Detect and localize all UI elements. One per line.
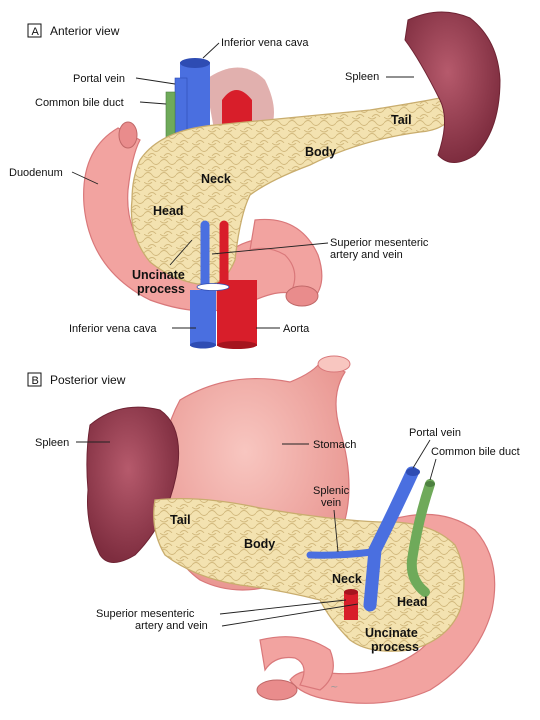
portal-vein-b-end <box>406 468 420 476</box>
leader-ivc-top <box>202 42 220 59</box>
portal-vein-b <box>363 466 419 612</box>
leader-sma-a <box>211 242 329 255</box>
panel-a-title: Anterior view <box>50 24 120 38</box>
bile-duct-b <box>406 479 435 597</box>
label-spleen-b: Spleen <box>35 437 69 449</box>
esophagus-opening <box>317 355 351 373</box>
pancreas-a <box>130 97 454 286</box>
jejunum-b <box>259 636 334 691</box>
panel-a-letter-box <box>27 23 42 38</box>
label-uncinate-a-2: process <box>137 282 185 296</box>
label-splenic-1: Splenic <box>313 485 350 497</box>
panel-b-letter: B <box>32 375 39 387</box>
jejunum-opening <box>285 285 319 307</box>
leader-bile-duct-b <box>429 458 437 481</box>
jejunum-b-opening <box>256 679 298 701</box>
label-sma-b-1: Superior mesenteric <box>96 608 195 620</box>
leader-uncinate-a <box>169 239 193 266</box>
spleen-a <box>404 11 501 163</box>
leader-bile-duct-a <box>139 101 167 105</box>
sma-b-end <box>344 589 358 595</box>
panel-b: B Posterior view ~ Spleen Stomach Port <box>27 355 520 704</box>
label-splenic-2: vein <box>321 497 341 509</box>
panel-b-title: Posterior view <box>50 373 126 387</box>
panel-a: A Anterior view Inferior v <box>9 11 501 349</box>
leader-portal-vein-b <box>412 439 431 469</box>
label-ivc-top: Inferior vena cava <box>221 37 309 49</box>
ivc-lower <box>190 290 216 346</box>
label-body-b: Body <box>244 537 275 551</box>
portal-vein-a <box>174 77 188 139</box>
label-sma-a-2: artery and vein <box>330 249 403 261</box>
label-ivc-bottom: Inferior vena cava <box>69 323 157 335</box>
panel-b-letter-box <box>27 372 42 387</box>
leader-sma-b-2 <box>221 603 359 627</box>
artist-signature: ~ <box>330 682 338 693</box>
ivc-lower-cut-end <box>190 341 216 349</box>
label-portal-vein-a: Portal vein <box>73 73 125 85</box>
label-tail-b: Tail <box>170 513 191 527</box>
label-stomach: Stomach <box>313 439 356 451</box>
aorta-cut-end <box>217 341 257 349</box>
label-sma-b-2: artery and vein <box>135 620 208 632</box>
label-bile-duct-b: Common bile duct <box>431 446 520 458</box>
panel-a-letter: A <box>32 26 40 38</box>
label-aorta: Aorta <box>283 323 310 335</box>
label-sma-a-1: Superior mesenteric <box>330 237 429 249</box>
label-uncinate-b-1: Uncinate <box>365 626 418 640</box>
leader-portal-vein-a <box>135 77 176 85</box>
ivc-upper-cut-end <box>180 58 210 68</box>
label-uncinate-a-1: Uncinate <box>132 268 185 282</box>
duodenum-opening-top <box>118 121 138 149</box>
label-duodenum: Duodenum <box>9 167 63 179</box>
bile-duct-b-end <box>425 481 435 487</box>
label-tail-a: Tail <box>391 113 412 127</box>
leader-splenic <box>333 509 339 553</box>
label-portal-vein-b: Portal vein <box>409 427 461 439</box>
leader-duodenum <box>71 171 99 185</box>
bile-duct-a <box>165 91 176 141</box>
label-body-a: Body <box>305 145 336 159</box>
leader-sma-b-1 <box>219 599 347 615</box>
label-head-b: Head <box>397 595 428 609</box>
label-neck-b: Neck <box>332 572 362 586</box>
label-uncinate-b-2: process <box>371 640 419 654</box>
label-neck-a: Neck <box>201 172 231 186</box>
label-bile-duct-a: Common bile duct <box>35 97 124 109</box>
sma-b <box>344 592 358 620</box>
label-spleen-a: Spleen <box>345 71 379 83</box>
sm-vessels-cut-end <box>196 283 230 291</box>
splenic-vein <box>306 548 376 559</box>
label-head-a: Head <box>153 204 184 218</box>
